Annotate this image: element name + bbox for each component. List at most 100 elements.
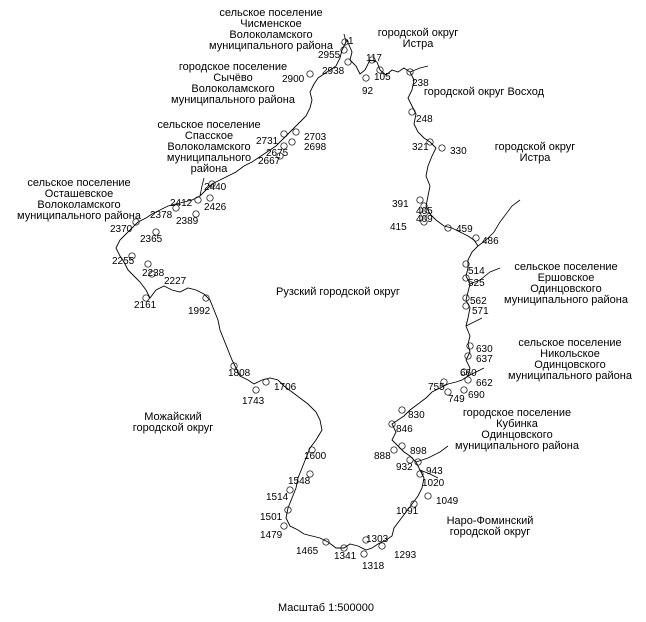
boundary-point-marker: [362, 536, 370, 544]
boundary-point-marker: [378, 542, 386, 550]
boundary-point-marker: [284, 506, 292, 514]
boundary-point-marker: [172, 204, 180, 212]
boundary-point-marker: [142, 294, 150, 302]
boundary-point-label: 2378: [150, 210, 173, 221]
boundary-point-marker: [202, 294, 210, 302]
boundary-point-label: 1514: [266, 492, 289, 503]
boundary-point-label: 660: [460, 368, 477, 379]
neighbor-line: сельское поселение: [27, 177, 131, 189]
boundary-point-marker: [472, 234, 480, 242]
boundary-point-label: 391: [392, 199, 409, 210]
neighbor-line: Сычёво: [213, 72, 253, 84]
boundary-point-label: 2370: [110, 224, 133, 235]
boundary-point-marker: [262, 378, 270, 386]
boundary-point-marker: [464, 352, 472, 360]
boundary-point-marker: [416, 470, 424, 478]
boundary-point-label: 1020: [422, 478, 445, 489]
boundary-point-marker: [306, 70, 314, 78]
neighbor-label-voskhod: городской округ Восход: [414, 87, 554, 98]
neighbor-label-istra-top: городской округ Истра: [368, 28, 468, 50]
boundary-point-marker: [340, 544, 348, 552]
neighbor-line: городской округ: [377, 27, 459, 39]
neighbor-line: Истра: [402, 38, 434, 50]
boundary-point-label: 248: [416, 114, 433, 125]
boundary-point-marker: [280, 130, 288, 138]
neighbor-label-mozhaisky: Можайский городской округ: [118, 412, 228, 434]
boundary-point-marker: [288, 138, 296, 146]
boundary-point-label: 514: [468, 266, 485, 277]
boundary-point-label: 1293: [394, 550, 417, 561]
neighbor-label-naro-fominsky: Наро-Фоминский городской округ: [430, 516, 550, 538]
district-boundary: [115, 38, 479, 551]
boundary-point-marker: [362, 74, 370, 82]
boundary-point-marker: [414, 458, 422, 466]
neighbor-line: Ершовское: [537, 272, 595, 284]
boundary-point-label: 525: [468, 278, 485, 289]
boundary-point-label: 117: [366, 53, 382, 64]
neighbor-line: городской округ: [132, 422, 214, 434]
neighbor-line: городское поселение: [462, 407, 572, 419]
boundary-point-markers: [128, 38, 480, 558]
boundary-point-marker: [464, 376, 472, 384]
boundary-point-label: 330: [450, 146, 467, 157]
neighbor-line: Одинцовского: [534, 359, 606, 371]
neighbor-line: городской округ Восход: [423, 86, 545, 98]
neighbor-line: района: [190, 163, 228, 175]
boundary-point-label: 486: [482, 236, 499, 247]
neighbor-label-istra-right: городской округ Истра: [490, 142, 580, 164]
boundary-point-label: 2955: [318, 50, 341, 61]
boundary-point-label: 2900: [282, 74, 305, 85]
boundary-point-label: 943: [426, 466, 443, 477]
boundary-point-marker: [408, 108, 416, 116]
boundary-point-marker: [416, 196, 424, 204]
boundary-point-marker: [420, 210, 428, 218]
boundary-point-label: 562: [470, 296, 487, 307]
boundary-point-marker: [406, 456, 414, 464]
boundary-point-label: 1501: [260, 512, 283, 523]
boundary-point-label: 1992: [188, 306, 211, 317]
boundary-point-marker: [252, 386, 260, 394]
neighbor-line: Чисменское: [240, 18, 302, 30]
map-scale-label: Масштаб 1:500000: [278, 602, 374, 614]
boundary-point-marker: [344, 58, 352, 66]
adjacent-boundary-stubs: [199, 33, 521, 479]
boundary-point-label: 1049: [436, 496, 459, 507]
boundary-point-marker: [206, 194, 214, 202]
boundary-point-label: 1743: [242, 396, 265, 407]
boundary-point-label: 888: [374, 451, 391, 462]
boundary-point-label: 1808: [228, 368, 251, 379]
neighbor-line: Никольское: [540, 348, 600, 360]
boundary-point-label: 459: [456, 224, 473, 235]
boundary-point-label: 2731: [256, 136, 279, 147]
boundary-point-marker: [340, 46, 348, 54]
boundary-point-label: 2938: [322, 66, 345, 77]
boundary-point-marker: [280, 142, 288, 150]
boundary-point-marker: [462, 294, 470, 302]
neighbor-label-chismenskoe: сельское поселение Чисменское Волоколамс…: [196, 8, 346, 52]
boundary-point-marker: [286, 486, 294, 494]
boundary-point-label: 2227: [164, 276, 187, 287]
boundary-point-marker: [128, 252, 136, 260]
boundary-point-label: 690: [468, 390, 485, 401]
boundary-point-label: 1465: [296, 546, 319, 557]
boundary-point-label: 321: [412, 142, 429, 153]
boundary-point-marker: [440, 378, 448, 386]
boundary-point-label: 1600: [304, 451, 327, 462]
neighbor-line: сельское поселение: [157, 119, 261, 131]
boundary-point-marker: [426, 138, 434, 146]
neighbor-label-ostashevskoe: сельское поселение Осташевское Волоколам…: [4, 178, 154, 222]
neighbor-line: муниципального района: [17, 210, 141, 222]
boundary-point-marker: [144, 260, 152, 268]
boundary-point-label: 1303: [366, 534, 389, 545]
boundary-point-marker: [466, 342, 474, 350]
boundary-point-marker: [388, 420, 396, 428]
boundary-point-label: 2238: [142, 268, 165, 279]
boundary-point-marker: [376, 66, 384, 74]
boundary-point-marker: [194, 196, 202, 204]
boundary-point-label: 2703: [304, 132, 327, 143]
neighbor-line: сельское поселение: [518, 337, 622, 349]
boundary-point-marker: [306, 470, 314, 478]
boundary-point-marker: [420, 202, 428, 210]
boundary-point-marker: [230, 362, 238, 370]
boundary-point-label: 2255: [112, 256, 135, 267]
